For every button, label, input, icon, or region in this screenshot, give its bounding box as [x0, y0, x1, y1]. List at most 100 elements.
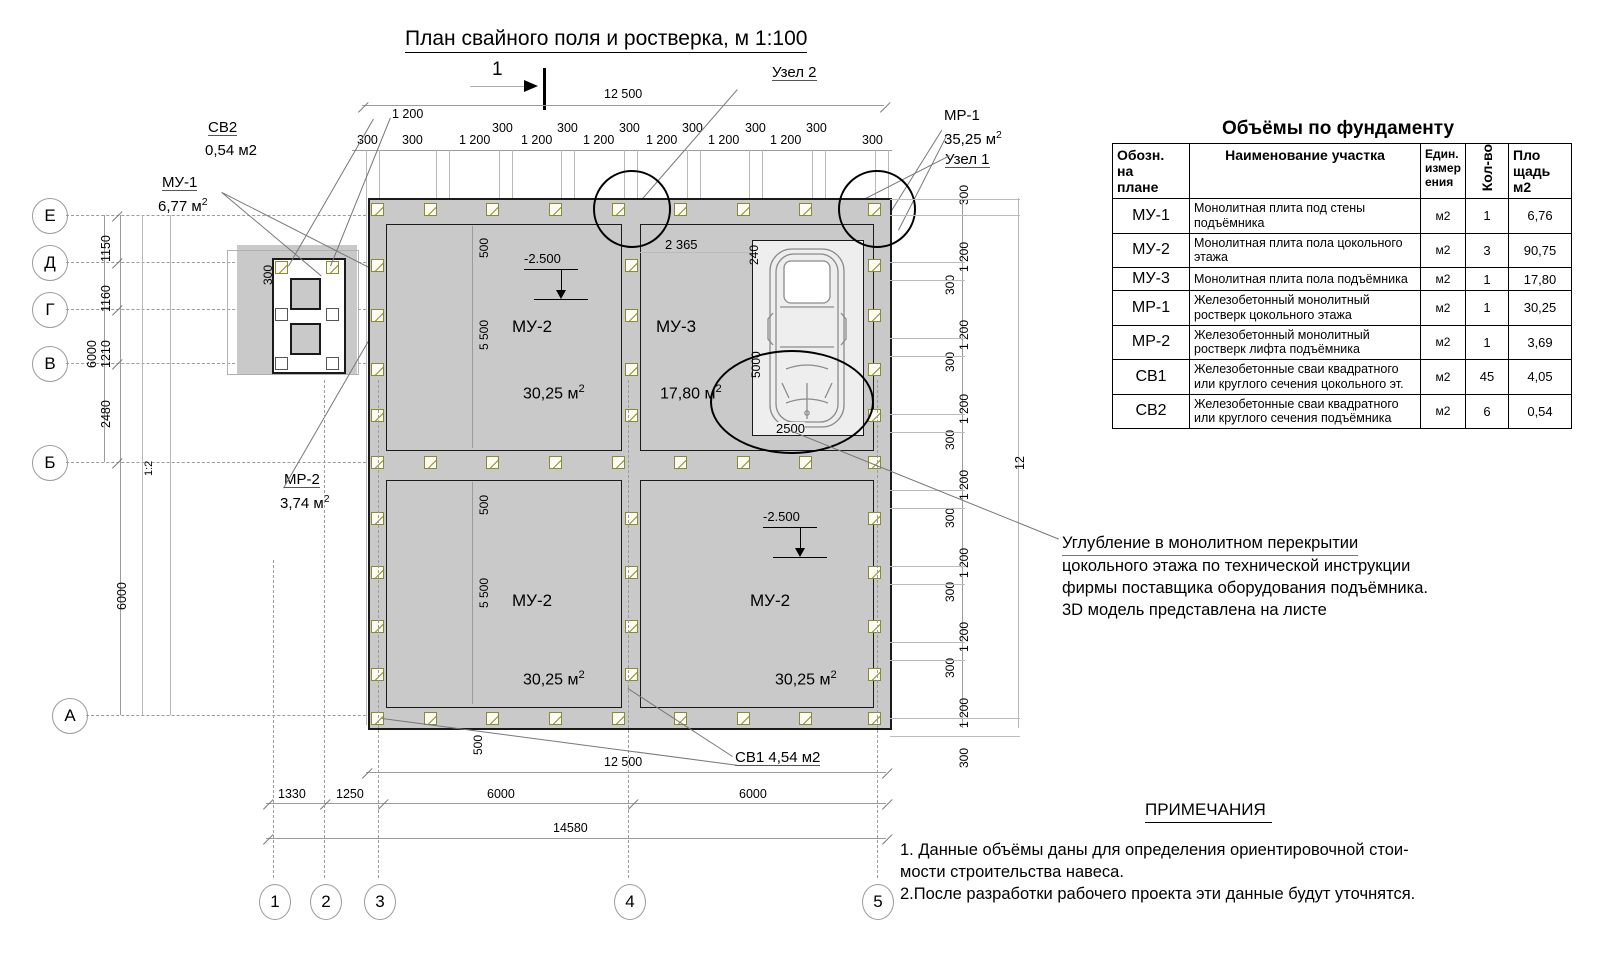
dim-top-overall: 12 500: [604, 87, 643, 101]
dim-right-1: 300: [957, 184, 971, 205]
row4-code: МР-2: [1112, 324, 1190, 360]
dim-right-overall: 12: [1013, 456, 1027, 470]
dim-slab1-500: 500: [477, 237, 491, 258]
dim-bottom-6000-b: 6000: [739, 787, 767, 801]
pile-lift-5: [275, 357, 288, 370]
slab-mu2-top-left: [386, 224, 622, 451]
th-unit: Един. измер ения: [1420, 143, 1466, 199]
pile-lift-6: [326, 357, 339, 370]
callout-line-2: цокольного этажа по технической инструкц…: [1062, 556, 1411, 575]
dim-bottom-6000-a: 6000: [487, 787, 515, 801]
dim-bottom-500: 500: [471, 734, 485, 755]
room-label-1-code: МУ-2: [512, 317, 553, 336]
row4-area: 3,69: [1508, 324, 1572, 360]
note-line-1: 1. Данные объёмы даны для определения ор…: [900, 841, 1409, 859]
mr1-area-label: 35,25 м2: [944, 129, 1002, 148]
dim-top-1200-3: 1 200: [583, 133, 615, 147]
dim-top-300-3: 300: [619, 121, 640, 135]
sv2-area-label: 0,54 м2: [205, 142, 258, 159]
dim-top-1200-2: 1 200: [521, 133, 553, 147]
row5-unit: м2: [1420, 359, 1466, 395]
mr1-code-label: МР-1: [944, 107, 980, 124]
table-header-row: Обозн. на плане Наименование участка Еди…: [1112, 143, 1572, 199]
slab-mu2-bottom-left: [386, 480, 622, 708]
row1-name: Монолитная плита пола цокольного этажа: [1189, 232, 1421, 268]
row6-qty: 6: [1465, 393, 1509, 429]
dim-top-300-2: 300: [557, 121, 578, 135]
axis-bubble-V[interactable]: В: [32, 346, 68, 382]
node2-label: Узел 2: [772, 64, 817, 81]
dim-left-6000-bottom: 6000: [115, 582, 129, 610]
page-title: План свайного поля и роcтверка, м 1:100: [405, 28, 808, 53]
row2-area: 17,80: [1508, 267, 1572, 291]
dim-bottom-1330: 1330: [278, 787, 306, 801]
row0-code: МУ-1: [1112, 198, 1190, 234]
axis-bubble-1[interactable]: 1: [259, 884, 291, 920]
th-code: Обозн. на плане: [1112, 143, 1190, 199]
dim-left-2480: 2480: [99, 400, 113, 428]
row5-qty: 45: [1465, 359, 1509, 395]
elevation-value-2: -2.500: [763, 509, 800, 524]
axis-bubble-A[interactable]: А: [52, 698, 88, 734]
dim-left-1150: 1150: [99, 235, 113, 262]
mu1-area-label: 6,77 м2: [158, 196, 208, 215]
dim-bottom-overall: 12 500: [604, 755, 643, 769]
row0-qty: 1: [1465, 198, 1509, 234]
lift-plate-lower: [290, 323, 321, 355]
dim-top-300-5: 300: [745, 121, 766, 135]
dim-slab3-5500: 5 500: [477, 577, 491, 608]
row1-area: 90,75: [1508, 232, 1572, 268]
pile-lift-1: [275, 261, 288, 274]
node1-detail-circle: [838, 170, 916, 248]
section-marker-label: 1: [492, 59, 503, 80]
axis-bubble-5[interactable]: 5: [862, 884, 894, 920]
axis-bubble-B[interactable]: Б: [32, 445, 68, 481]
table-title: Объёмы по фундаменту: [1222, 118, 1455, 139]
row3-qty: 1: [1465, 290, 1509, 326]
room-label-3-code: МУ-2: [512, 591, 553, 610]
row0-name: Монолитная плита под стены подъёмника: [1189, 198, 1421, 234]
axis-bubble-E[interactable]: Е: [32, 198, 68, 234]
callout-line-3: фирмы поставщика оборудования подъёмника…: [1062, 578, 1428, 597]
node1-label: Узел 1: [945, 151, 990, 168]
axis-bubble-2[interactable]: 2: [310, 884, 342, 920]
axis-bubble-3[interactable]: 3: [364, 884, 396, 920]
axis-bubble-G[interactable]: Г: [32, 292, 68, 328]
slab-mu2-bottom-right: [640, 480, 874, 708]
section-marker-leader: [470, 86, 530, 87]
axis-bubble-D[interactable]: Д: [32, 245, 68, 281]
dim-top-300-l: 300: [357, 133, 378, 147]
dim-right-2: 1 200: [957, 241, 971, 272]
room-label-1-area: 30,25 м2: [523, 383, 585, 403]
dim-slab3-500: 500: [477, 494, 491, 515]
row6-code: СВ2: [1112, 393, 1190, 429]
row5-area: 4,05: [1508, 359, 1572, 395]
row4-qty: 1: [1465, 324, 1509, 360]
sv2-code-label: СВ2: [208, 119, 238, 136]
dim-lift-300: 300: [261, 264, 275, 285]
th-qty: Кол-во: [1465, 143, 1509, 199]
row6-name: Железобетонные сваи квадратного или круг…: [1189, 393, 1421, 429]
note-line-3: 2.После разработки рабочего проекта эти …: [900, 884, 1416, 903]
th-unit-l1: Един.: [1425, 147, 1459, 161]
car-detail-circle: [710, 350, 874, 454]
dim-right-8: 1 200: [957, 469, 971, 500]
dim-top-1200-5: 1 200: [708, 133, 740, 147]
dim-left-1210: 1210: [99, 340, 113, 368]
row1-qty: 3: [1465, 232, 1509, 268]
axis-bubble-4[interactable]: 4: [614, 884, 646, 920]
row3-area: 30,25: [1508, 290, 1572, 326]
row3-code: МР-1: [1112, 290, 1190, 326]
row1-code: МУ-2: [1112, 232, 1190, 268]
mu1-code-label: МУ-1: [162, 174, 198, 191]
volumes-table: Обозн. на плане Наименование участка Еди…: [1112, 143, 1572, 429]
mr2-area-label: 3,74 м2: [280, 493, 330, 512]
row1-unit: м2: [1420, 232, 1466, 268]
dim-line-overall-top: [362, 105, 884, 106]
notes-body: 1. Данные объёмы даны для определения ор…: [900, 840, 1590, 905]
dim-bottom-1250: 1250: [336, 787, 364, 801]
dim-right-5: 300: [943, 351, 957, 372]
row6-area: 0,54: [1508, 393, 1572, 429]
